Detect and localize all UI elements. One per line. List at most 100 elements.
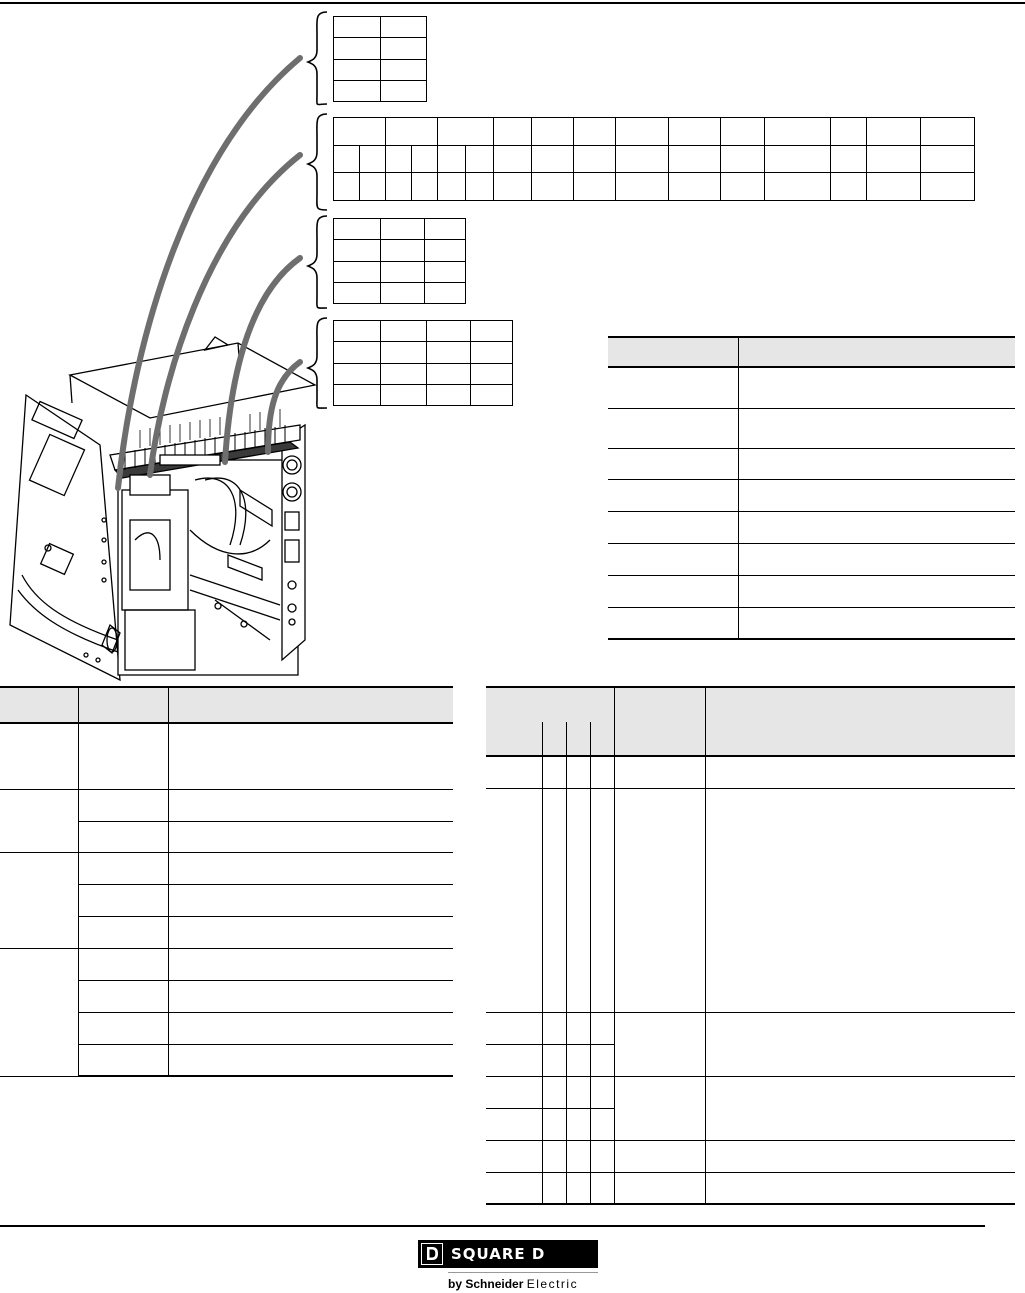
grid-row bbox=[333, 58, 427, 81]
table-cell bbox=[589, 1012, 614, 1045]
grid-cell bbox=[470, 319, 513, 343]
column-header bbox=[704, 686, 1015, 722]
table-cell bbox=[167, 980, 453, 1013]
grid-cell bbox=[492, 144, 532, 174]
grid-cell bbox=[830, 172, 868, 201]
column-header bbox=[613, 686, 705, 722]
table-row bbox=[608, 448, 1015, 480]
table-cell bbox=[613, 1172, 705, 1205]
table-row bbox=[608, 408, 1015, 449]
table-cell bbox=[541, 1012, 566, 1045]
table-cell bbox=[704, 1012, 1015, 1077]
grid-cell bbox=[764, 117, 832, 146]
table-row bbox=[486, 1172, 1015, 1205]
grid-cell bbox=[464, 172, 494, 201]
table-cell bbox=[704, 788, 1015, 1013]
grid-cell bbox=[333, 144, 360, 174]
table-cell bbox=[565, 1044, 590, 1077]
table-row bbox=[0, 852, 453, 949]
wiring-grid-3 bbox=[333, 217, 466, 305]
table-cell bbox=[486, 756, 542, 789]
grid-cell bbox=[720, 144, 766, 174]
table-cell bbox=[77, 884, 168, 917]
table-cell bbox=[486, 1012, 542, 1045]
grid-cell bbox=[830, 144, 868, 174]
table-cell bbox=[704, 1076, 1015, 1141]
table-cell bbox=[77, 980, 168, 1013]
byline-prefix: by bbox=[448, 1277, 463, 1291]
column-header bbox=[565, 722, 590, 757]
table-cell bbox=[167, 821, 453, 853]
table-cell bbox=[77, 1044, 168, 1077]
header-row bbox=[608, 336, 1015, 368]
grid-row bbox=[333, 172, 976, 201]
grid-cell bbox=[530, 172, 574, 201]
table-cell bbox=[486, 788, 542, 1013]
table-row bbox=[0, 821, 453, 853]
table-cell bbox=[541, 788, 566, 1013]
table-cell bbox=[613, 1012, 705, 1077]
grid-cell bbox=[333, 79, 381, 103]
table-cell bbox=[541, 756, 566, 789]
table-row bbox=[0, 980, 453, 1013]
grid-cell bbox=[424, 217, 466, 241]
grid-cell bbox=[424, 260, 466, 283]
table-cell bbox=[167, 916, 453, 949]
grid-cell bbox=[436, 117, 494, 146]
grid-cell bbox=[464, 144, 494, 174]
grid-cell bbox=[830, 117, 868, 146]
header-row bbox=[486, 722, 1015, 757]
table-cell bbox=[737, 479, 1015, 512]
grid-cell bbox=[379, 281, 426, 305]
table-cell bbox=[0, 723, 78, 790]
column-header bbox=[704, 722, 1015, 757]
grid-row bbox=[333, 383, 513, 407]
grid-cell bbox=[919, 172, 976, 201]
grid-cell bbox=[919, 144, 976, 174]
table-cell bbox=[589, 1108, 614, 1141]
grid-cell bbox=[379, 362, 428, 385]
grid-cell bbox=[384, 117, 438, 146]
table-row bbox=[486, 756, 1015, 789]
grid-cell bbox=[720, 117, 766, 146]
grid-cell bbox=[424, 239, 466, 262]
table-cell bbox=[167, 948, 453, 981]
table-cell bbox=[608, 607, 738, 640]
column-header bbox=[589, 722, 614, 757]
table-cell bbox=[565, 1012, 590, 1045]
column-header bbox=[77, 686, 168, 724]
grid-cell bbox=[614, 117, 670, 146]
grid-cell bbox=[720, 172, 766, 201]
logo-d-icon bbox=[421, 1243, 443, 1265]
table-cell bbox=[77, 821, 168, 853]
grid-cell bbox=[426, 383, 472, 407]
table-cell bbox=[77, 1012, 168, 1045]
brace-icon bbox=[305, 11, 328, 409]
table-cell bbox=[589, 1140, 614, 1173]
table-row bbox=[486, 1012, 1015, 1077]
column-header bbox=[167, 686, 453, 724]
column-header bbox=[608, 336, 738, 368]
grid-cell bbox=[764, 172, 832, 201]
brand-divider bbox=[448, 1272, 598, 1273]
grid-cell bbox=[358, 172, 386, 201]
byline-suffix: Electric bbox=[526, 1277, 579, 1291]
table-cell bbox=[608, 575, 738, 608]
table-cell bbox=[77, 852, 168, 885]
table-row bbox=[0, 723, 453, 790]
table-cell bbox=[737, 367, 1015, 409]
table-cell bbox=[565, 756, 590, 789]
grid-cell bbox=[333, 281, 381, 305]
table-cell bbox=[737, 607, 1015, 640]
table-cell bbox=[486, 1108, 542, 1141]
grid-cell bbox=[379, 58, 427, 81]
column-header bbox=[486, 722, 542, 757]
table-cell bbox=[589, 1076, 614, 1109]
footer-rule bbox=[0, 1225, 985, 1227]
table-cell bbox=[608, 448, 738, 480]
table-cell bbox=[541, 1140, 566, 1173]
grid-cell bbox=[379, 383, 428, 407]
table-cell bbox=[613, 1140, 705, 1173]
grid-row bbox=[333, 144, 976, 174]
grid-cell bbox=[384, 144, 412, 174]
